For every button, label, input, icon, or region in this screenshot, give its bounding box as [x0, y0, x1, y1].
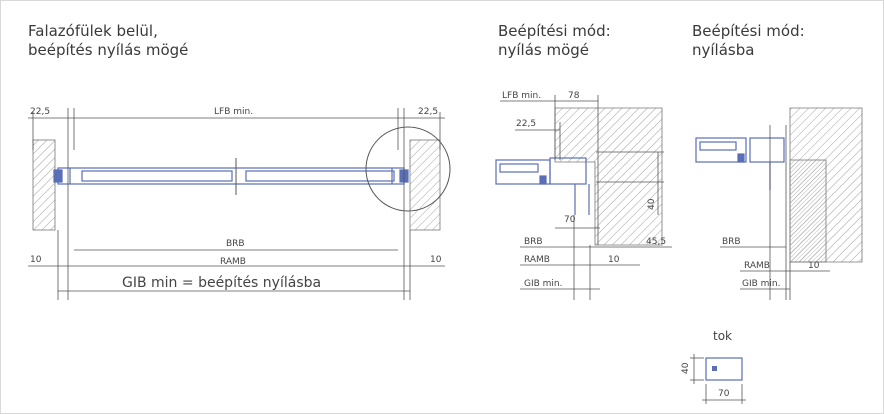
- mid-view: LFB min. 78 22,5 70 40 45,5 BRB RAMB 10 …: [495, 91, 672, 300]
- left-title-line2: beépítés nyílás mögé: [28, 41, 189, 59]
- mid-wall: [554, 107, 663, 246]
- tok-dim-70: 70: [718, 389, 730, 399]
- mid-gate-profile: [495, 157, 590, 215]
- left-view-title: Falazófülek belül, beépítés nyílás mögé: [28, 22, 188, 60]
- left-dim-lfb: LFB min.: [214, 107, 253, 117]
- left-dim-brb: BRB: [226, 239, 245, 249]
- left-wall-left: [32, 139, 56, 231]
- mid-dim-lfb: LFB min.: [502, 91, 541, 101]
- tok-notch: [712, 366, 717, 371]
- left-dim-gib: GIB min = beépítés nyílásba: [122, 275, 321, 291]
- right-view-title: Beépítési mód: nyílásba: [692, 22, 805, 60]
- mid-dim-78: 78: [568, 91, 580, 101]
- tok-dim-40: 40: [681, 362, 691, 374]
- left-wall-right: [409, 139, 441, 231]
- tok-detail: tok 40 70: [681, 329, 746, 404]
- detail-circle: [365, 126, 451, 212]
- mid-title-line2: nyílás mögé: [498, 41, 590, 59]
- mid-dim-22-5: 22,5: [516, 119, 536, 129]
- mid-view-title: Beépítési mód: nyílás mögé: [498, 22, 611, 60]
- mid-dim-ramb: RAMB: [524, 255, 550, 265]
- left-dim-22-5-right: 22,5: [418, 107, 438, 117]
- right-wall-frame: [789, 159, 827, 263]
- right-dim-ramb: RAMB: [744, 261, 770, 271]
- mid-dim-gib: GIB min.: [524, 279, 563, 289]
- mid-dim-10: 10: [608, 255, 620, 265]
- right-dim-gib: GIB min.: [742, 279, 781, 289]
- left-title-line1: Falazófülek belül,: [28, 22, 158, 40]
- right-view: BRB RAMB 10 GIB min.: [695, 107, 863, 300]
- mid-dim-45-5: 45,5: [646, 237, 666, 247]
- left-dim-10-left: 10: [30, 255, 42, 265]
- mid-dim-brb: BRB: [524, 237, 543, 247]
- right-dim-10: 10: [808, 261, 820, 271]
- right-title-line2: nyílásba: [692, 41, 755, 59]
- right-dim-brb: BRB: [722, 237, 741, 247]
- right-gate-profile: [695, 137, 785, 190]
- right-title-line1: Beépítési mód:: [692, 22, 805, 40]
- left-view: 22,5 22,5 LFB min. BRB RAMB 10 10 GIB mi…: [28, 107, 451, 300]
- left-dim-22-5-left: 22,5: [30, 107, 50, 117]
- mid-dim-70: 70: [564, 215, 576, 225]
- left-dim-ramb: RAMB: [220, 257, 246, 267]
- mid-title-line1: Beépítési mód:: [498, 22, 611, 40]
- tok-profile: [705, 357, 743, 381]
- tok-label: tok: [713, 329, 732, 343]
- left-gate-profile: [53, 167, 409, 185]
- left-dim-10-right: 10: [430, 255, 442, 265]
- mid-dim-40: 40: [647, 198, 657, 210]
